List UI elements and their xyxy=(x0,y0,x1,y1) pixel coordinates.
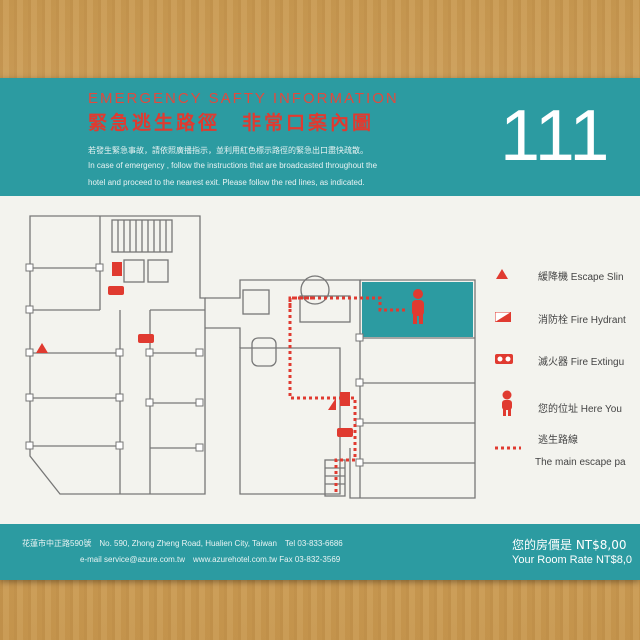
card-footer: 花蓮市中正路590號 No. 590, Zhong Zheng Road, Hu… xyxy=(0,524,640,580)
escape-sling-marker xyxy=(36,343,48,353)
fire-extinguisher-icon xyxy=(495,354,513,364)
legend-fire-extinguisher: 滅火器 Fire Extingu xyxy=(538,357,625,368)
fire-hydrant-marker xyxy=(340,392,350,406)
legend-escape-path-en: The main escape pa xyxy=(535,457,626,468)
legend-here-you: 您的位址 Here You xyxy=(538,404,622,415)
floor-plan xyxy=(25,215,476,499)
instructions-english-1: In case of emergency , follow the instru… xyxy=(88,161,378,170)
room-rate-chinese: 您的房價是 NT$8,00 xyxy=(512,538,627,552)
title-chinese: 緊急逃生路徑 非常口案內圖 xyxy=(88,112,375,134)
escape-route-path xyxy=(288,296,405,494)
you-are-here-icon xyxy=(502,390,512,416)
instructions-english-2: hotel and proceed to the nearest exit. P… xyxy=(88,178,365,187)
title-english: EMERGENCY SAFTY INFORMATION xyxy=(88,90,399,107)
left-wing-outline xyxy=(29,215,206,495)
fire-hydrant-marker xyxy=(112,262,122,276)
fire-extinguisher-marker xyxy=(108,286,353,437)
escape-sling-marker xyxy=(328,398,336,410)
legend-escape-path-zh: 逃生路線 xyxy=(538,435,578,446)
card-header: EMERGENCY SAFTY INFORMATION 緊急逃生路徑 非常口案內… xyxy=(0,78,640,196)
instructions-chinese: 若發生緊急事故，請依照廣播指示，並利用紅色標示路徑的緊急出口盡快疏散。 xyxy=(88,146,368,155)
fire-hydrant-icon xyxy=(495,312,511,322)
hotel-address: 花蓮市中正路590號 No. 590, Zhong Zheng Road, Hu… xyxy=(22,539,343,548)
room-number: 111 xyxy=(500,96,610,176)
hotel-contact: e-mail service@azure.com.tw www.azurehot… xyxy=(80,555,341,564)
legend-escape-sling: 緩降機 Escape Slin xyxy=(538,272,624,283)
legend-fire-hydrant: 消防栓 Fire Hydrant xyxy=(538,315,626,326)
room-rate-english: Your Room Rate NT$8,0 xyxy=(512,554,633,566)
emergency-info-card: EMERGENCY SAFTY INFORMATION 緊急逃生路徑 非常口案內… xyxy=(0,78,640,580)
escape-sling-icon xyxy=(496,269,508,279)
here-you-are-marker xyxy=(412,289,424,324)
escape-path-icon xyxy=(495,446,521,450)
